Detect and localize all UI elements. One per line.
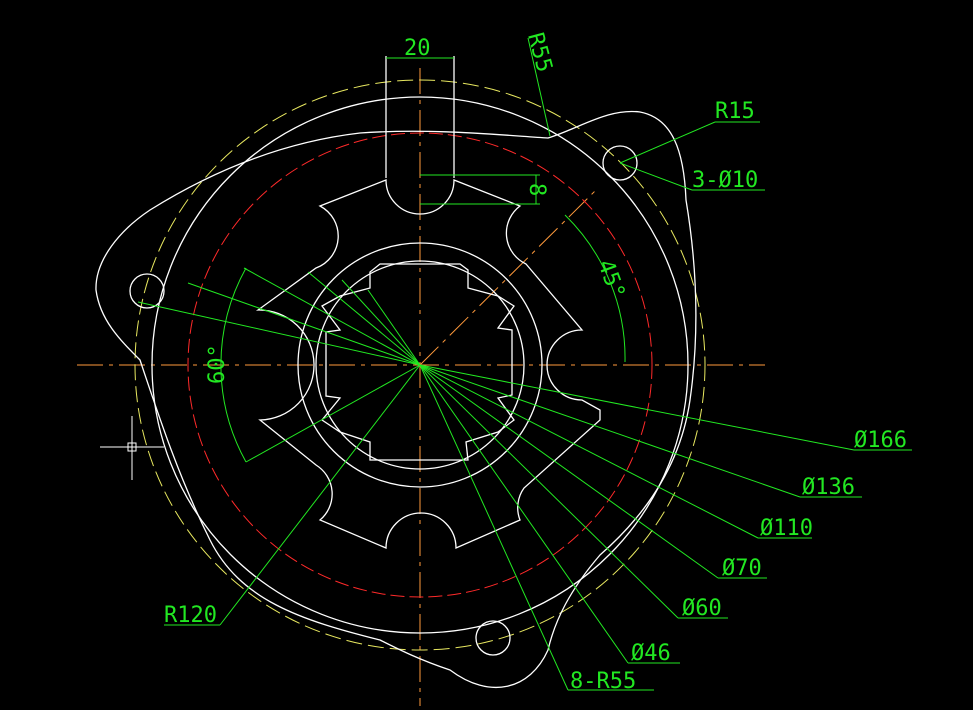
dim-label-45deg: 45° [592, 257, 629, 303]
inner-spline [321, 263, 515, 461]
dim-label-d70: Ø70 [722, 556, 762, 581]
dim-label-60deg: 60° [205, 344, 230, 384]
dim-label-r55-arc: R55 [522, 30, 556, 75]
dim-label-d110: Ø110 [760, 516, 813, 541]
top-slot [385, 56, 455, 178]
construction-circle [134, 79, 706, 651]
lug-hole-bottom [475, 620, 511, 656]
dimension-labels: 20 R55 R15 3-Ø10 8 45° 60° Ø166 Ø136 Ø11… [164, 30, 907, 694]
dim-label-d136: Ø136 [802, 475, 855, 500]
dim-label-d60: Ø60 [682, 596, 722, 621]
circle-70 [315, 260, 525, 470]
dim-label-8: 8 [524, 183, 549, 196]
crosshair-cursor-icon [100, 416, 164, 480]
lug-hole-top-right [602, 145, 638, 181]
pitch-circle [187, 132, 653, 598]
circle-110 [297, 242, 543, 488]
dim-label-3-holes: 3-Ø10 [692, 168, 758, 193]
dim-label-d46: Ø46 [631, 641, 671, 666]
dim-label-8-r55: 8-R55 [570, 669, 636, 694]
dim-label-r120: R120 [164, 603, 217, 628]
dim-label-d166: Ø166 [854, 428, 907, 453]
outer-flange-outline [95, 110, 697, 689]
lug-hole-left [129, 273, 165, 309]
notched-ring [255, 179, 601, 549]
part-outline [95, 56, 697, 689]
dimension-lines [137, 37, 912, 691]
outer-body-circle [151, 96, 689, 634]
dim-label-20: 20 [404, 36, 431, 61]
dim-label-r15: R15 [715, 99, 755, 124]
